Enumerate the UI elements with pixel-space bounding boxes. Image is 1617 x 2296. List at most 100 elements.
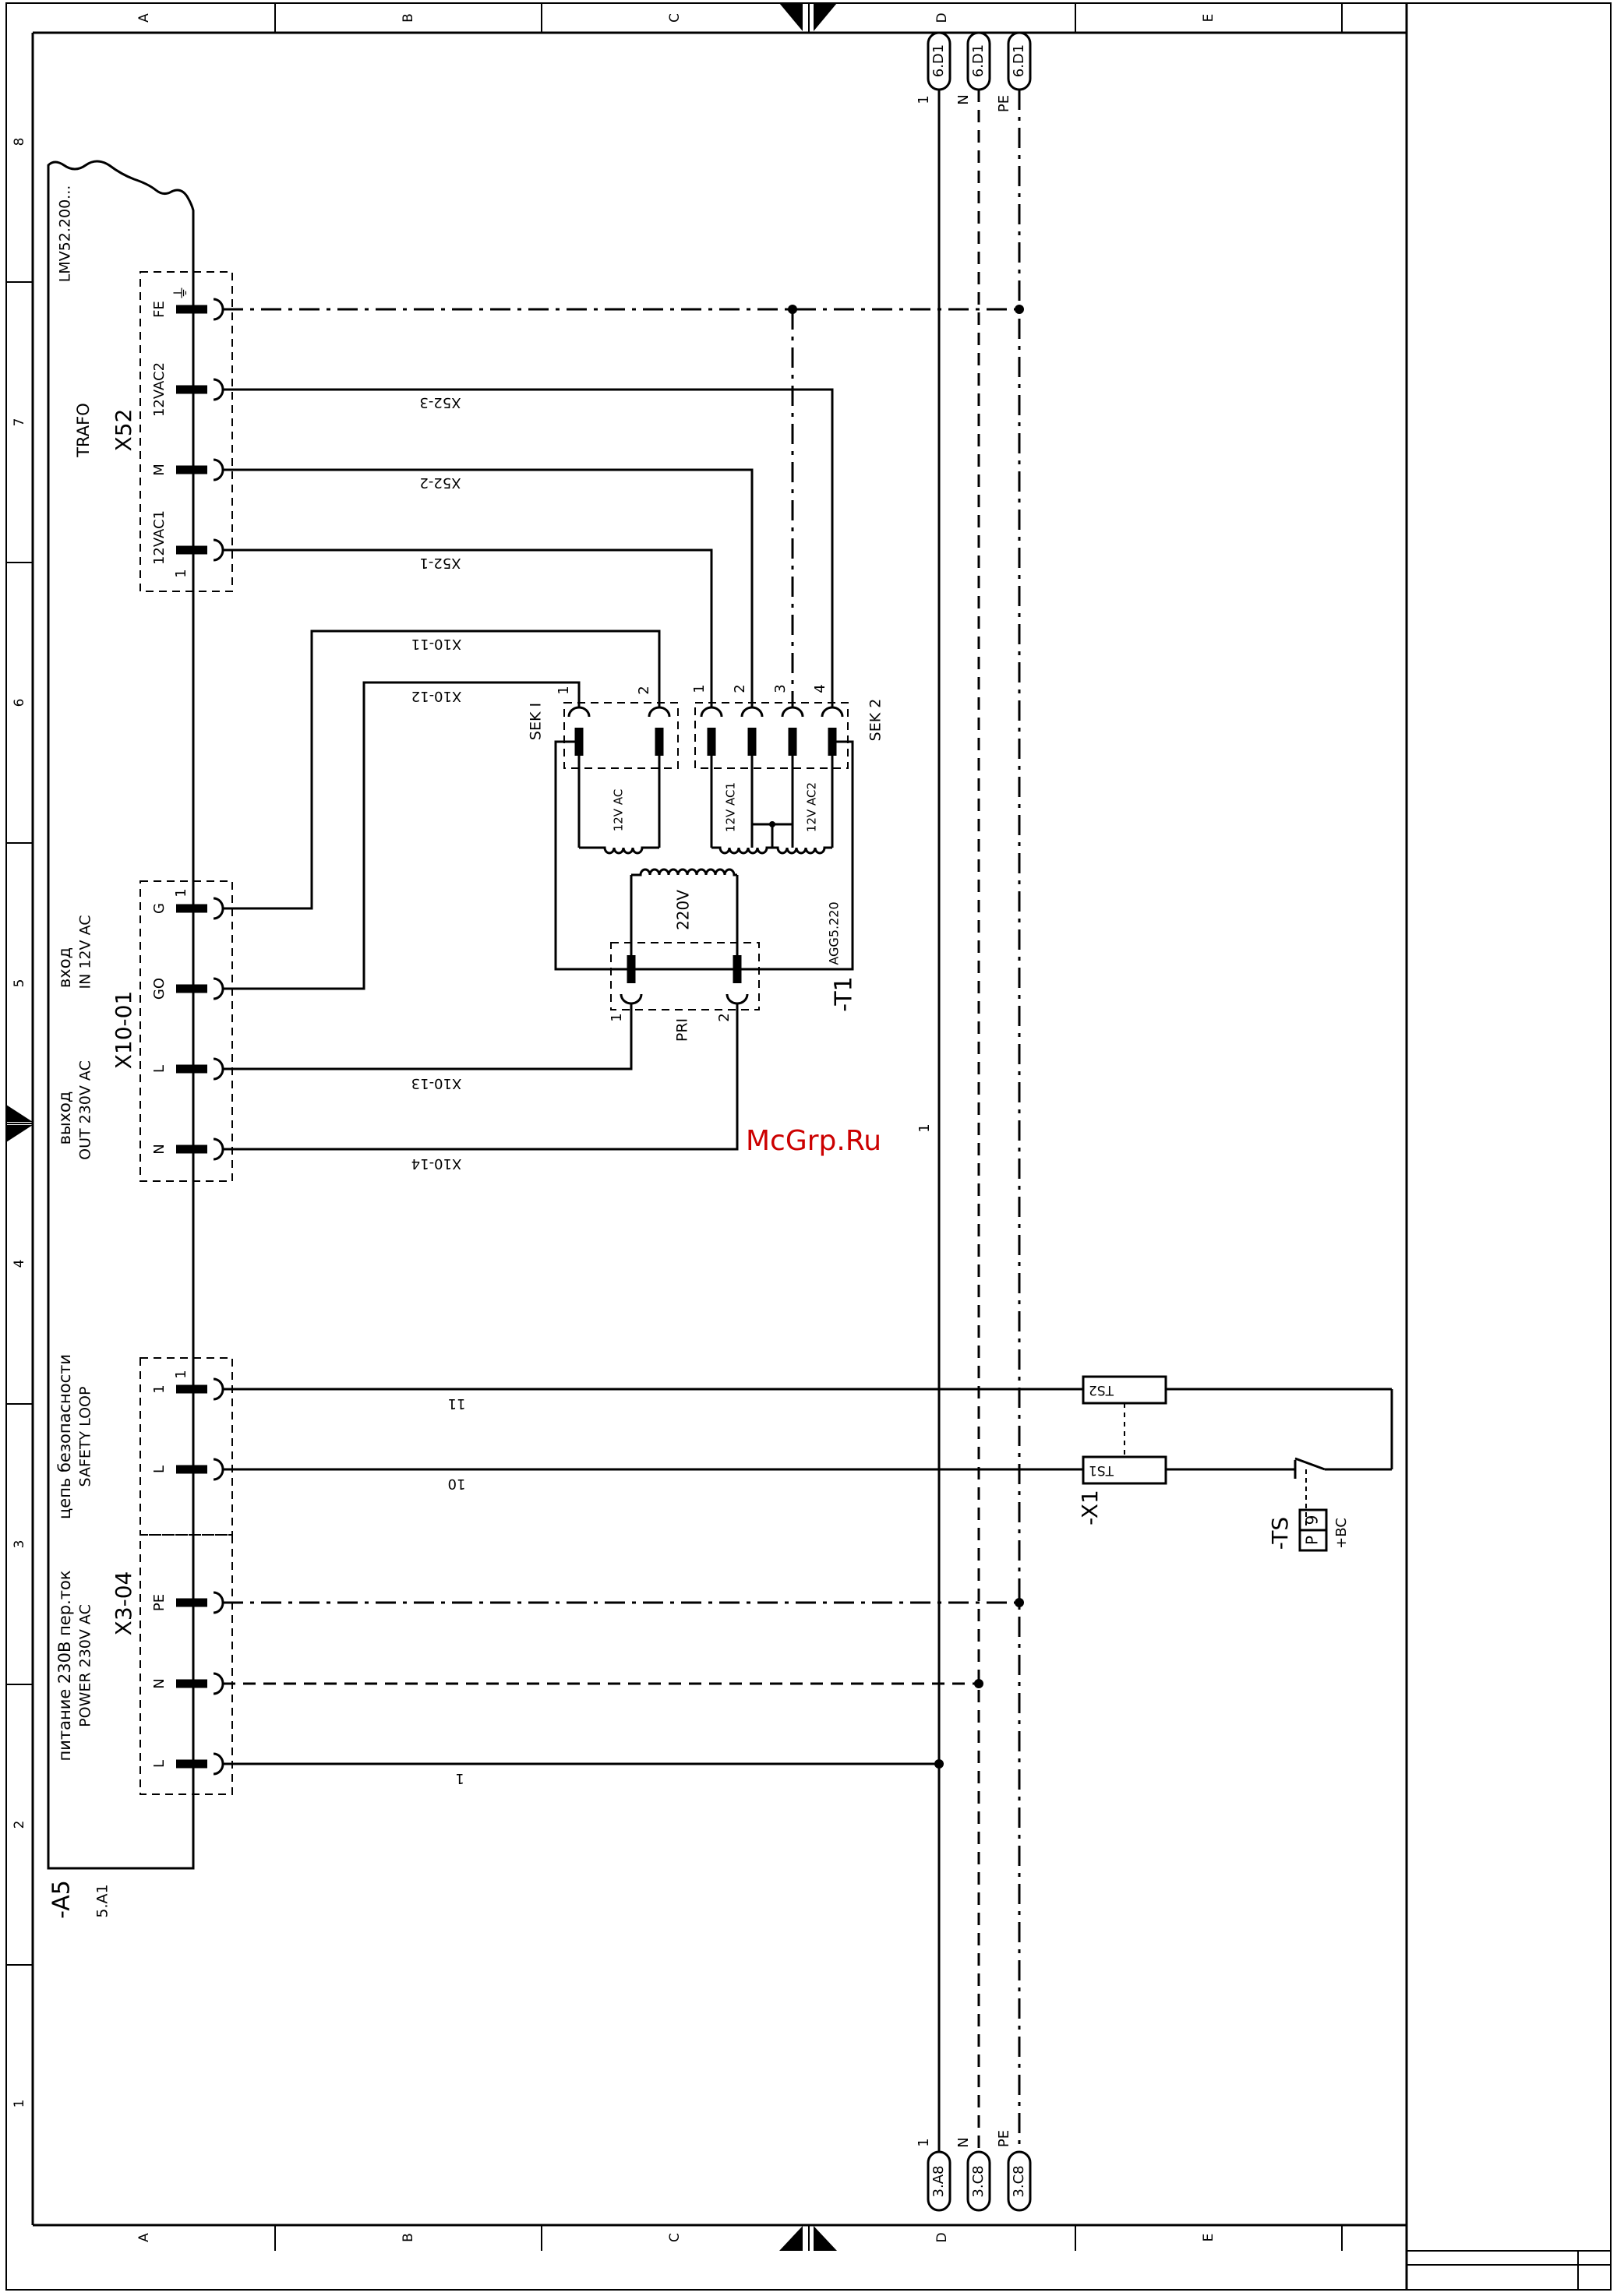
connector-x52: TRAFO X52 FE ⏚ 12VAC2 M 12VAC1 1 <box>74 271 233 592</box>
wire-label-x52-2: X52-2 <box>419 474 461 491</box>
pri-box <box>610 942 760 1010</box>
transformer-model: AGG5.220 <box>827 901 842 965</box>
wire-x52-2 <box>223 468 754 707</box>
bus-mid-label: 1 <box>916 1123 933 1132</box>
bus-ref-bottom-n[interactable] <box>966 2150 991 2212</box>
wire-x52-3 <box>223 388 834 707</box>
sek1-label: SEK I <box>528 703 545 740</box>
bus-ref-bottom-1-text: 3.A8 <box>930 2166 947 2198</box>
x10-pin-g[interactable]: G 1 <box>151 888 224 920</box>
x52-id-label: X52 <box>111 409 136 452</box>
x52-group-label: TRAFO <box>74 403 93 458</box>
wire-label-x52-3: X52-3 <box>419 394 461 411</box>
ground-symbol-icon: ⏚ <box>171 285 190 301</box>
row-label-1: 1 <box>12 2100 27 2108</box>
pri-pin-1[interactable] <box>620 955 643 1005</box>
bus-ref-top-pe[interactable] <box>1007 31 1032 91</box>
connector-x10: вход IN 12V AC выход OUT 230V AC X10-01 … <box>55 880 233 1182</box>
bus-ref-top-n[interactable] <box>966 31 991 91</box>
sek2-pin-2[interactable] <box>740 706 764 756</box>
bus-ref-top-1[interactable] <box>927 31 951 91</box>
wire-label-x10-12: X10-12 <box>411 688 462 704</box>
x10-pin-l-label: L <box>151 1065 168 1073</box>
x3-pin-pe[interactable]: PE <box>151 1591 224 1614</box>
sek2-voltage-1: 12V AC1 <box>724 782 738 832</box>
pri-label: PRI <box>674 1018 691 1042</box>
connector-safety-loop: цепь безопасности SAFETY LOOP 1 1 L <box>55 1354 233 1536</box>
bus-name-bottom-1: 1 <box>916 2138 932 2146</box>
wire-x10-11 <box>223 630 661 910</box>
bus-ref-bottom-pe-text: 3.C8 <box>1011 2165 1027 2197</box>
sek2-pin-3[interactable] <box>781 706 804 756</box>
wire-label-11: 11 <box>448 1395 466 1412</box>
sek2-box <box>694 702 849 769</box>
sek2-pin-4-num: 4 <box>812 684 828 693</box>
x52-pin-12vac1[interactable]: 12VAC1 1 <box>151 510 224 578</box>
junction-fe-pe <box>1015 305 1024 314</box>
bus-ref-bottom-pe[interactable] <box>1007 2150 1032 2212</box>
grid-labels: A B C D E A B C D E 8 7 6 5 4 3 2 1 <box>12 12 1216 2242</box>
x10-out-en: OUT 230V AC <box>77 1060 94 1160</box>
x52-pin-12vac2[interactable]: 12VAC2 <box>151 362 224 417</box>
bus-name-top-pe: PE <box>996 95 1012 112</box>
switch-num: 9 <box>1303 1515 1322 1525</box>
switch-contact[interactable] <box>1294 1457 1326 1471</box>
sek2-label: SEK 2 <box>867 699 884 742</box>
sek2-pin-4[interactable] <box>821 706 844 756</box>
bus-ref-bottom-1[interactable] <box>927 2150 951 2212</box>
row-label-4: 4 <box>12 1260 27 1268</box>
bus-name-top-1: 1 <box>916 95 932 104</box>
col-label-top-c: C <box>667 13 683 23</box>
bus-name-top-n: N <box>955 94 972 104</box>
x10-in-en: IN 12V AC <box>77 915 94 989</box>
switch-loc: +BC <box>1333 1518 1350 1549</box>
col-label-bottom-b: B <box>401 2233 416 2242</box>
x52-pin-fe[interactable]: FE ⏚ <box>151 285 224 321</box>
x52-pin-12vac1-label: 12VAC1 <box>151 510 168 565</box>
connector-x3: питание 230В пер.ток POWER 230V AC X3-04… <box>55 1534 233 1795</box>
x3-pin-l-label: L <box>151 1760 168 1768</box>
pri-voltage: 220V <box>674 890 693 930</box>
terminal-x1-id: -X1 <box>1077 1490 1103 1525</box>
safety-box <box>139 1357 233 1536</box>
sek1-pin-2[interactable] <box>648 706 671 756</box>
x52-pin-m[interactable]: M <box>151 458 224 481</box>
row-label-6: 6 <box>12 699 27 707</box>
wire-x52-1 <box>223 548 713 707</box>
sek1-pin-2-num: 2 <box>636 686 652 694</box>
x52-box <box>139 271 233 592</box>
safety-en: SAFETY LOOP <box>77 1387 94 1487</box>
safety-pin-1[interactable]: 1 1 <box>151 1370 224 1401</box>
switch-id: -TS <box>1267 1517 1293 1550</box>
wire-label-1: 1 <box>455 1770 464 1786</box>
module-id-label: -A5 <box>48 1880 76 1919</box>
sek1-coil: 12V AC <box>577 756 661 855</box>
x10-in-ru: вход <box>55 947 74 988</box>
x3-ru: питание 230В пер.ток <box>55 1570 74 1761</box>
wire-x10-12 <box>223 681 581 990</box>
x10-pin-go-label: GO <box>151 978 168 1000</box>
row-label-2: 2 <box>12 1821 27 1829</box>
x3-box <box>139 1534 233 1795</box>
pri-pin-2[interactable] <box>726 955 749 1005</box>
sek2-pin-1[interactable] <box>700 706 723 756</box>
module-type-label: LMV52.200... <box>57 185 74 283</box>
safety-pin-l[interactable]: L <box>151 1458 224 1481</box>
col-label-bottom-d: D <box>934 2232 950 2242</box>
x10-pin-l[interactable]: L <box>151 1057 224 1081</box>
drawing-frame <box>5 2 1612 2291</box>
terminal-x1: TS2 TS1 -X1 <box>1077 1375 1167 1525</box>
x3-en: POWER 230V AC <box>77 1604 94 1727</box>
module-outline <box>47 160 195 1870</box>
sek2-pin-2-num: 2 <box>732 684 748 693</box>
x10-out-ru: выход <box>55 1092 74 1145</box>
sek1-pin-1[interactable] <box>567 706 591 756</box>
pri-pin-2-num: 2 <box>716 1013 733 1021</box>
x10-pin-n[interactable]: N <box>151 1137 224 1161</box>
x10-pin-go[interactable]: GO <box>151 977 224 1000</box>
module-a5: LMV52.200... -A5 5.A1 <box>47 160 195 1919</box>
x3-pin-l[interactable]: L <box>151 1752 224 1776</box>
x3-id-label: X3-04 <box>111 1571 136 1636</box>
x3-pin-n[interactable]: N <box>151 1672 224 1695</box>
